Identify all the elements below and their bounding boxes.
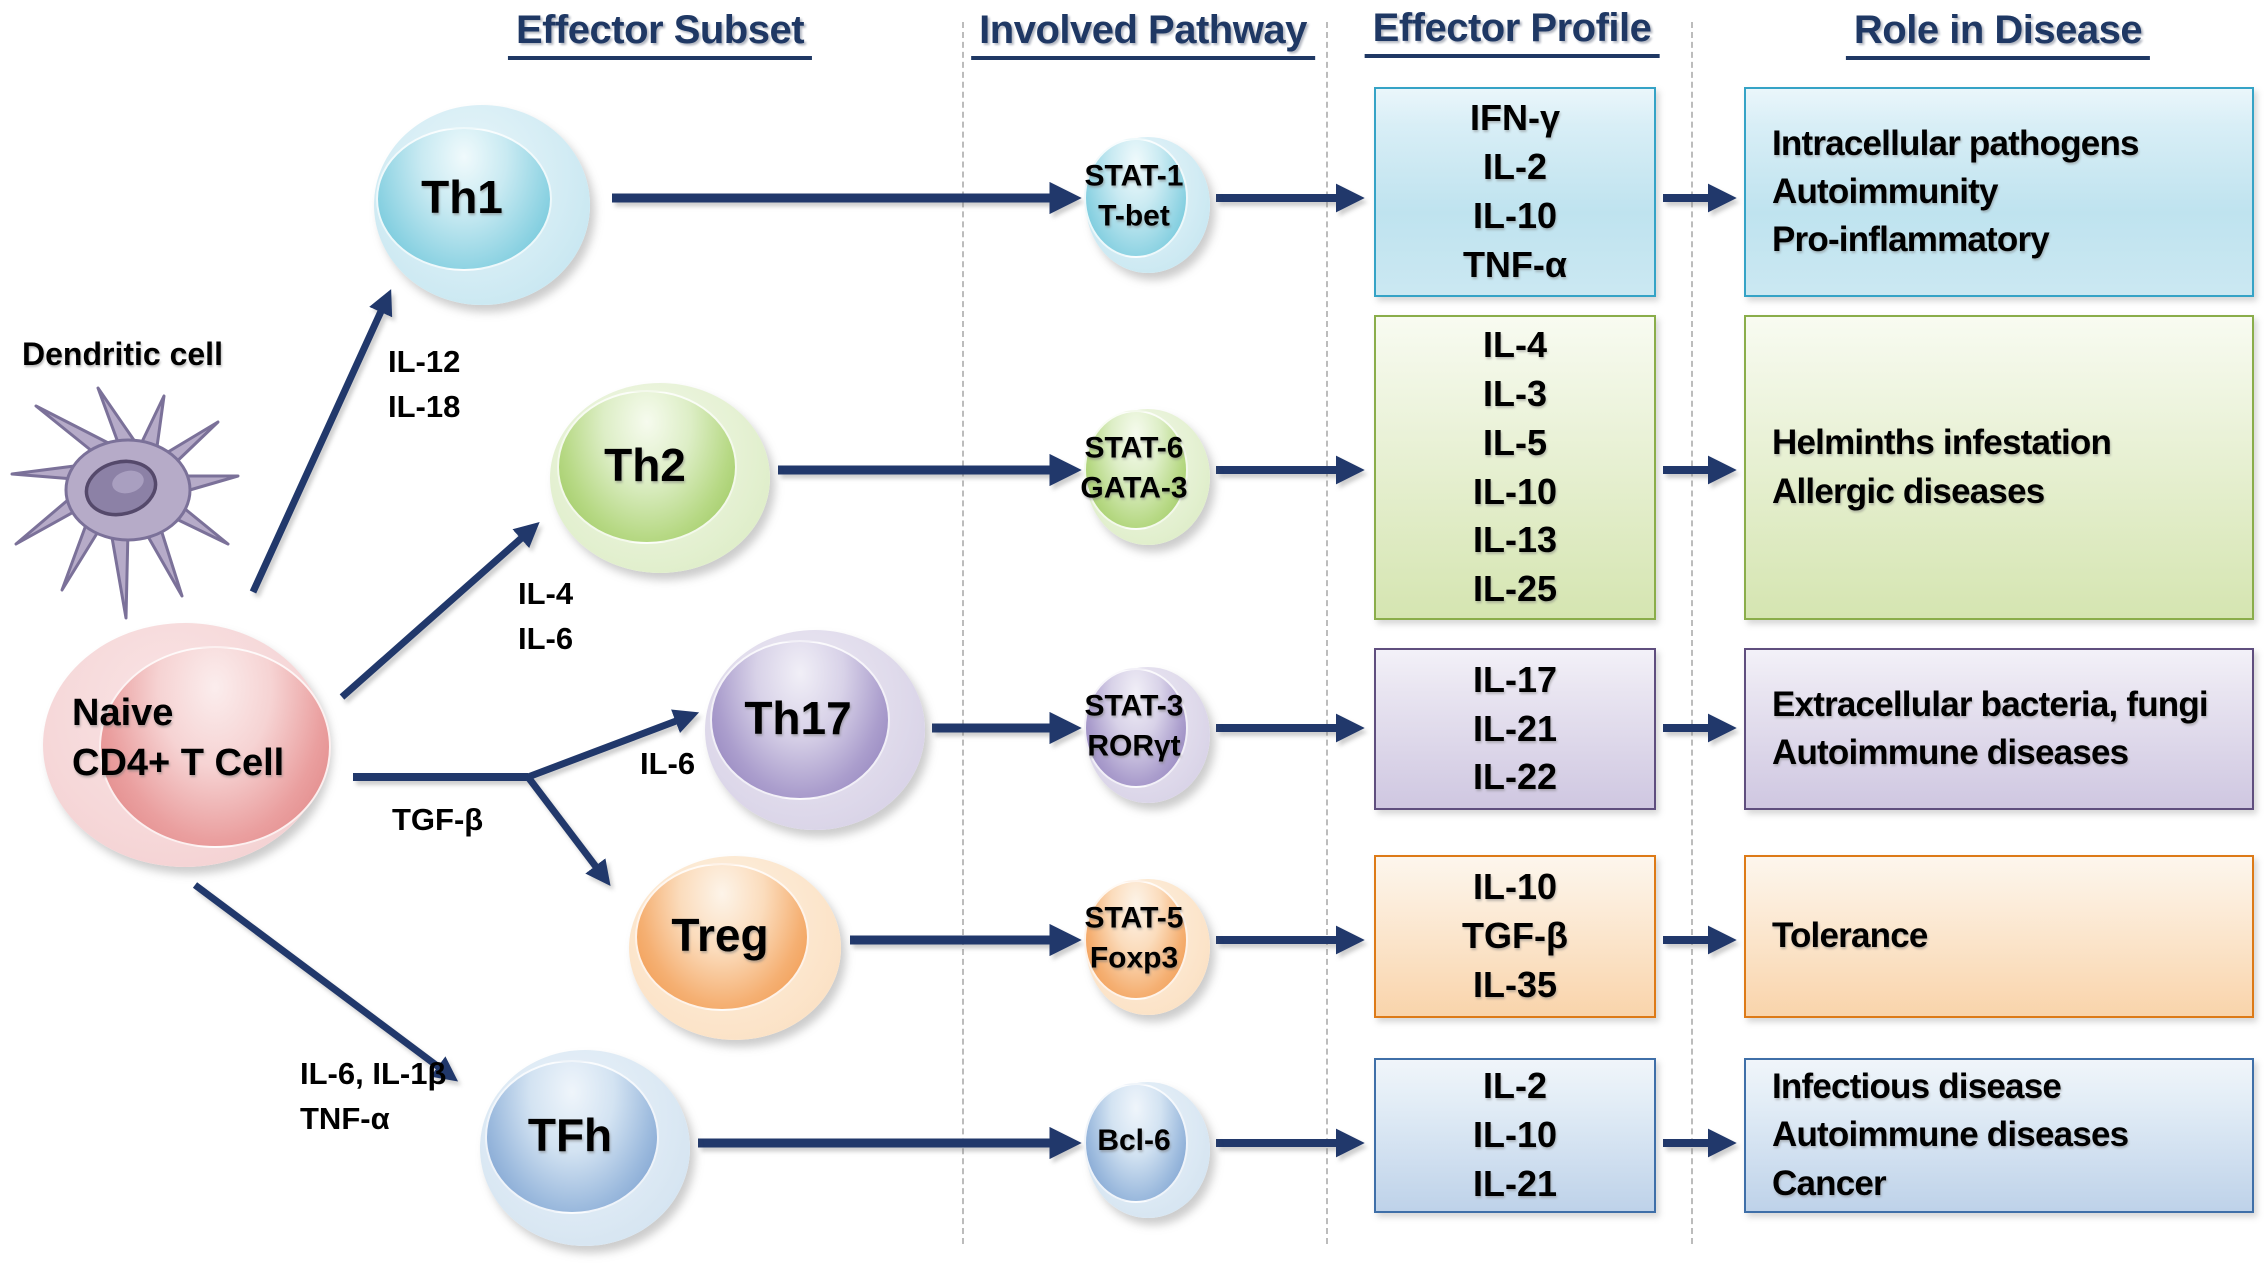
column-header-involved-pathway: Involved Pathway: [971, 8, 1315, 60]
cytokine-label-to-th17: IL-6: [640, 746, 696, 781]
disease-text-th2: Helminths infestation Allergic diseases: [1772, 423, 2112, 511]
dendritic-cell-icon: [10, 386, 240, 620]
disease-box-th17: Extracellular bacteria, fungi Autoimmune…: [1744, 648, 2254, 810]
subset-label-treg: Treg: [671, 909, 769, 961]
column-header-effector-profile: Effector Profile: [1364, 6, 1660, 58]
column-divider-1: [962, 22, 964, 1244]
disease-text-treg: Tolerance: [1772, 916, 1928, 956]
profile-text-th1: IFN-γ IL-2 IL-10 TNF-α: [1462, 97, 1568, 285]
cytokine-label-tgf-beta: TGF-β: [392, 802, 484, 837]
pathway-label-treg: STAT-5 Foxp3: [1084, 901, 1184, 974]
pathway-label-tfh: Bcl-6: [1097, 1124, 1171, 1158]
cytokine-label-to-th2: IL-4 IL-6: [518, 576, 574, 656]
profile-box-treg: IL-10 TGF-β IL-35: [1374, 855, 1656, 1018]
column-header-role-in-disease: Role in Disease: [1845, 8, 2151, 60]
disease-text-tfh: Infectious disease Autoimmune diseases C…: [1772, 1067, 2129, 1203]
naive-cell-sphere: [99, 646, 331, 848]
disease-box-th2: Helminths infestation Allergic diseases: [1744, 315, 2254, 620]
naive-cell-label: Naive CD4+ T Cell: [72, 692, 285, 785]
pathway-cell-treg: [1084, 880, 1188, 1000]
profile-text-th2: IL-4 IL-3 IL-5 IL-10 IL-13 IL-25: [1472, 323, 1558, 610]
dendritic-cell-label: Dendritic cell: [22, 336, 223, 372]
subset-cell-tfh: [485, 1060, 659, 1214]
subset-label-th17: Th17: [744, 692, 852, 744]
disease-box-tfh: Infectious disease Autoimmune diseases C…: [1744, 1058, 2254, 1213]
pathway-cell-th2: [1084, 410, 1188, 530]
profile-box-tfh: IL-2 IL-10 IL-21: [1374, 1058, 1656, 1213]
profile-text-tfh: IL-2 IL-10 IL-21: [1472, 1065, 1558, 1204]
subset-label-th1: Th1: [421, 171, 503, 223]
subset-cell-th2: [557, 390, 737, 544]
cytokine-label-to-th1: IL-12 IL-18: [388, 344, 461, 424]
pathway-cell-th17: [1084, 668, 1188, 788]
subset-cell-treg: [635, 863, 809, 1011]
subset-cell-th17: [710, 640, 890, 800]
disease-text-th1: Intracellular pathogens Autoimmunity Pro…: [1772, 123, 2139, 260]
pathway-cell-th1: [1084, 138, 1188, 258]
subset-label-th2: Th2: [604, 439, 686, 491]
subset-cell-th1: [376, 127, 552, 271]
profile-box-th17: IL-17 IL-21 IL-22: [1374, 648, 1656, 810]
profile-text-th17: IL-17 IL-21 IL-22: [1472, 658, 1558, 798]
profile-text-treg: IL-10 TGF-β IL-35: [1462, 866, 1568, 1005]
disease-box-treg: Tolerance: [1744, 855, 2254, 1018]
profile-box-th2: IL-4 IL-3 IL-5 IL-10 IL-13 IL-25: [1374, 315, 1656, 620]
column-header-effector-subset: Effector Subset: [507, 8, 813, 60]
pathway-cell-tfh: [1084, 1083, 1188, 1203]
profile-box-th1: IFN-γ IL-2 IL-10 TNF-α: [1374, 87, 1656, 297]
pathway-label-th1: STAT-1 T-bet: [1084, 159, 1184, 232]
subset-label-tfh: TFh: [527, 1109, 613, 1161]
pathway-label-th17: STAT-3 RORγt: [1084, 689, 1184, 762]
cytokine-label-to-tfh: IL-6, IL-1β TNF-α: [300, 1056, 447, 1136]
column-divider-3: [1691, 22, 1693, 1244]
disease-box-th1: Intracellular pathogens Autoimmunity Pro…: [1744, 87, 2254, 297]
column-divider-2: [1326, 22, 1328, 1244]
pathway-label-th2: STAT-6 GATA-3: [1080, 431, 1188, 504]
disease-text-th17: Extracellular bacteria, fungi Autoimmune…: [1772, 684, 2209, 772]
